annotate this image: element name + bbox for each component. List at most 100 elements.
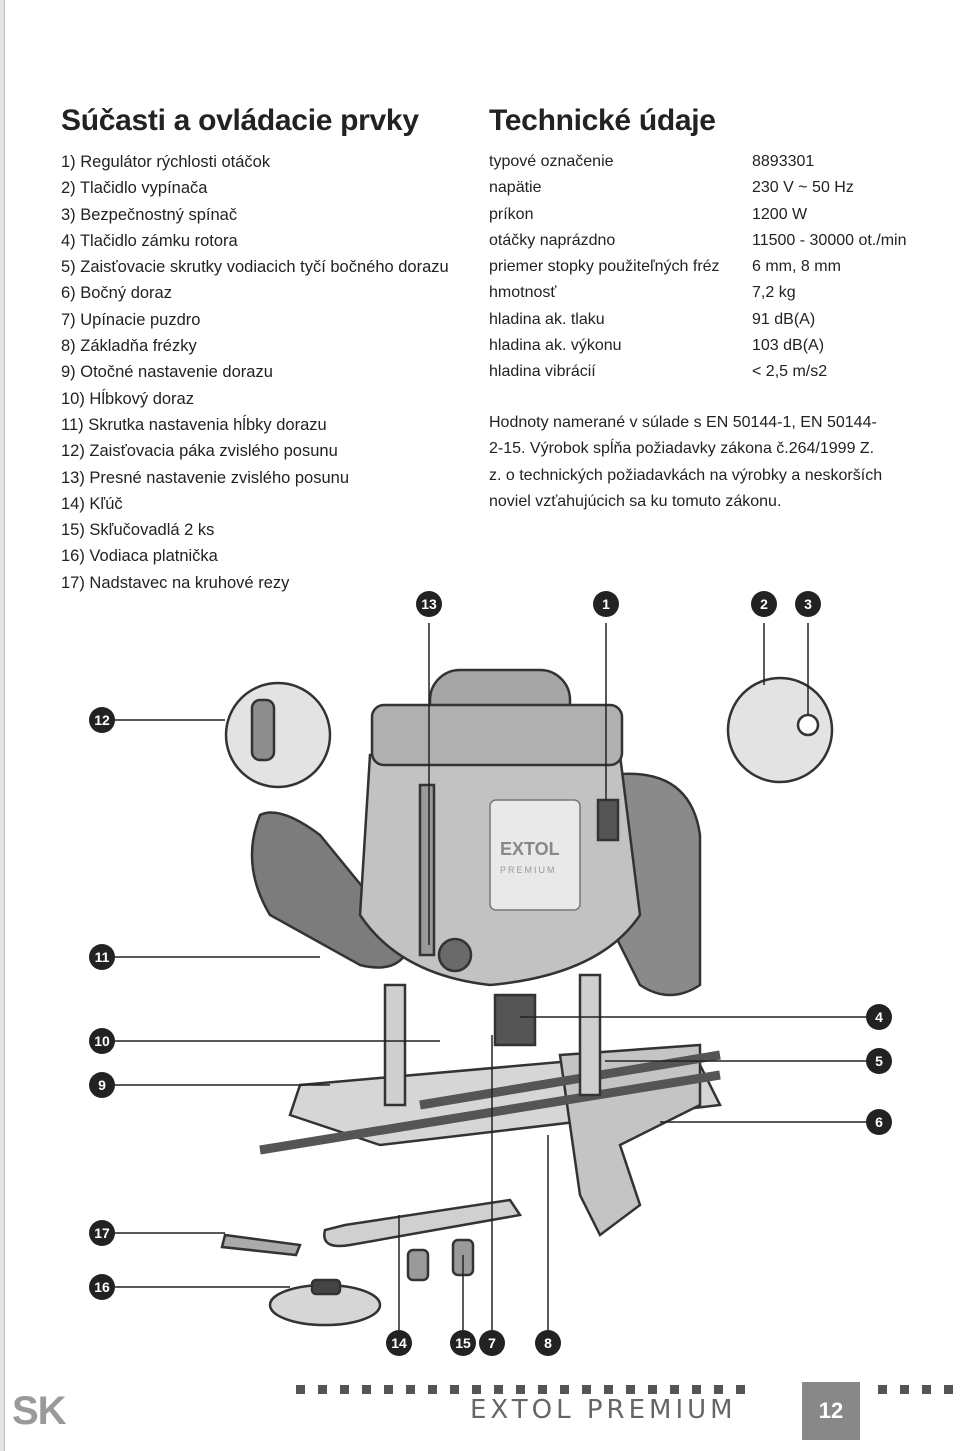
logo-subtext: PREMIUM [500, 865, 557, 875]
collet [493, 993, 537, 1047]
footer-square [714, 1385, 723, 1394]
callout-9: 9 [89, 1072, 115, 1098]
footer-square [692, 1385, 701, 1394]
callout-7: 7 [479, 1330, 505, 1356]
footer-square [878, 1385, 887, 1394]
page-number: 12 [802, 1382, 860, 1440]
page-edge [0, 0, 5, 1451]
footer-square [450, 1385, 459, 1394]
inset-lever-detail [250, 698, 276, 762]
footer-square [472, 1385, 481, 1394]
spec-value: 11500 - 30000 ot./min [752, 231, 907, 249]
parts-list: 1) Regulátor rýchlosti otáčok 2) Tlačidl… [61, 149, 461, 596]
callout-5: 5 [866, 1048, 892, 1074]
footer-square [626, 1385, 635, 1394]
spec-row: hladina ak. tlaku 91 dB(A) [489, 307, 906, 333]
tech-heading: Technické údaje [489, 104, 716, 137]
part-item: 12) Zaisťovacia páka zvislého posunu [61, 442, 338, 461]
footer-square [736, 1385, 745, 1394]
callout-3: 3 [795, 591, 821, 617]
part-item: 13) Presné nastavenie zvislého posunu [61, 468, 350, 487]
callout-8: 8 [535, 1330, 561, 1356]
part-item: 17) Nadstavec na kruhové rezy [61, 573, 290, 592]
spec-label: napätie [489, 179, 542, 197]
speed-dial [596, 798, 620, 842]
footer-square [516, 1385, 525, 1394]
part-item: 6) Bočný doraz [61, 284, 172, 303]
inset-lever [224, 681, 332, 789]
column-left [383, 983, 407, 1107]
guide-plate-knob [310, 1278, 342, 1296]
footer-square [944, 1385, 953, 1394]
callout-17: 17 [89, 1220, 115, 1246]
spec-value: < 2,5 m/s2 [752, 363, 828, 381]
footer-square [538, 1385, 547, 1394]
spec-table: typové označenie 8893301 napätie 230 V ~ 5… [489, 149, 906, 386]
guide-rod [419, 1050, 721, 1110]
footer-square [922, 1385, 931, 1394]
part-item: 14) Kľúč [61, 494, 123, 513]
spec-value: 6 mm, 8 mm [752, 258, 841, 276]
spec-label: hladina vibrácií [489, 363, 596, 381]
part-item: 11) Skrutka nastavenia hĺbky dorazu [61, 415, 327, 434]
depth-stop [418, 783, 436, 957]
spec-row: priemer stopky použiteľných fréz 6 mm, 8 … [489, 254, 906, 280]
footer-square [296, 1385, 305, 1394]
callout-10: 10 [89, 1028, 115, 1054]
callout-16: 16 [89, 1274, 115, 1300]
footer-square [494, 1385, 503, 1394]
spec-value: 1200 W [752, 205, 808, 223]
footer-square [340, 1385, 349, 1394]
compliance-note: Hodnoty namerané v súlade s EN 50144-1, … [489, 414, 883, 510]
footer-square [362, 1385, 371, 1394]
inset-switch-detail [796, 713, 820, 737]
footer-square [384, 1385, 393, 1394]
spec-row: otáčky naprázdno 11500 - 30000 ot./min [489, 228, 906, 254]
spec-row: príkon 1200 W [489, 202, 906, 228]
depth-knob [437, 937, 473, 973]
part-item: 7) Upínacie puzdro [61, 310, 201, 329]
footer-square [560, 1385, 569, 1394]
footer-square [900, 1385, 909, 1394]
spec-value: 103 dB(A) [752, 337, 825, 355]
parts-heading: Súčasti a ovládacie prvky [61, 104, 419, 137]
spec-value: 230 V ~ 50 Hz [752, 179, 854, 197]
spec-label: typové označenie [489, 153, 614, 170]
collet-1 [406, 1248, 430, 1282]
part-item: 2) Tlačidlo vypínača [61, 179, 208, 198]
spec-label: hladina ak. tlaku [489, 310, 605, 328]
part-item: 10) Hĺbkový doraz [61, 389, 194, 408]
spec-value: 91 dB(A) [752, 310, 816, 328]
spec-row: napätie 230 V ~ 50 Hz [489, 175, 906, 201]
callout-13: 13 [416, 591, 442, 617]
footer-square [604, 1385, 613, 1394]
circle-cut-attachment [220, 1233, 302, 1257]
motor-cap [370, 703, 624, 767]
callout-1: 1 [593, 591, 619, 617]
part-item: 1) Regulátor rýchlosti otáčok [61, 153, 271, 171]
footer-square [582, 1385, 591, 1394]
part-item: 9) Otočné nastavenie dorazu [61, 363, 273, 382]
inset-switch [726, 676, 834, 784]
handle-right [608, 772, 702, 997]
part-item: 4) Tlačidlo zámku rotora [61, 231, 238, 250]
spec-value: 7,2 kg [752, 284, 796, 302]
part-item: 8) Základňa frézky [61, 337, 197, 356]
callout-11: 11 [89, 944, 115, 970]
footer-square [648, 1385, 657, 1394]
spec-value: 8893301 [752, 153, 815, 170]
part-item: 5) Zaisťovacie skrutky vodiacich tyčí bo… [61, 258, 449, 277]
logo-text: EXTOL [500, 839, 560, 859]
spec-label: priemer stopky použiteľných fréz [489, 258, 720, 276]
footer-square [428, 1385, 437, 1394]
part-item: 15) Skľučovadlá 2 ks [61, 521, 215, 540]
router-diagram: EXTOL PREMIUM [102, 623, 880, 1330]
column-right [578, 973, 602, 1097]
spec-label: príkon [489, 205, 534, 223]
callout-6: 6 [866, 1109, 892, 1135]
logo-plate [489, 799, 581, 911]
brand-name: EXTOL PREMIUM [470, 1395, 737, 1425]
spec-label: otáčky naprázdno [489, 231, 616, 249]
spec-row: hladina vibrácií < 2,5 m/s2 [489, 359, 906, 385]
